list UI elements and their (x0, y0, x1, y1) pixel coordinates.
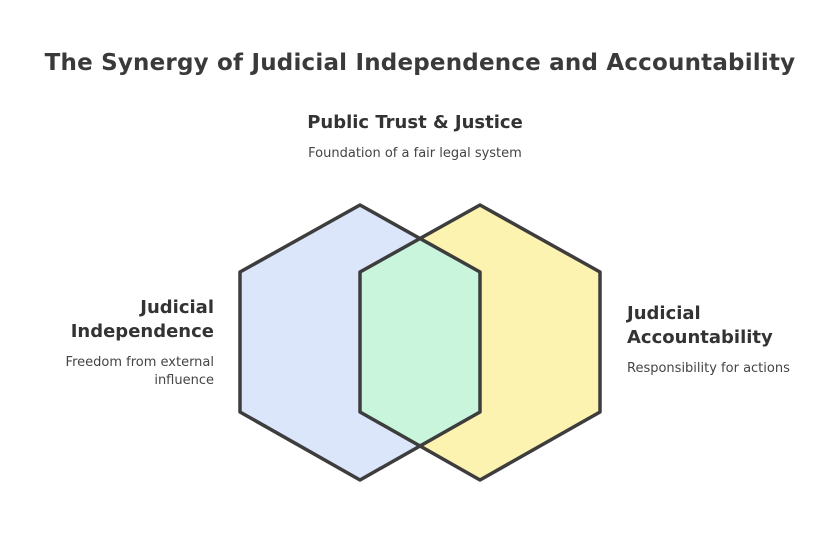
accountability-description: Responsibility for actions (627, 361, 790, 376)
accountability-label: Judicial Accountability Responsibility f… (627, 302, 832, 378)
public-trust-heading: Public Trust & Justice (307, 112, 523, 133)
overlap-region-fill (360, 205, 480, 480)
independence-hexagon-outline (238, 203, 482, 482)
accountability-hexagon-outline (358, 203, 602, 482)
public-trust-label: Public Trust & Justice Foundation of a f… (290, 111, 540, 163)
accountability-heading: Judicial Accountability (627, 303, 773, 348)
diagram-title: The Synergy of Judicial Independence and… (44, 50, 796, 76)
public-trust-description: Foundation of a fair legal system (308, 146, 522, 161)
independence-heading: Judicial Independence (70, 297, 214, 342)
independence-label: Judicial Independence Freedom from exter… (20, 296, 214, 390)
independence-description: Freedom from external influence (65, 355, 214, 388)
